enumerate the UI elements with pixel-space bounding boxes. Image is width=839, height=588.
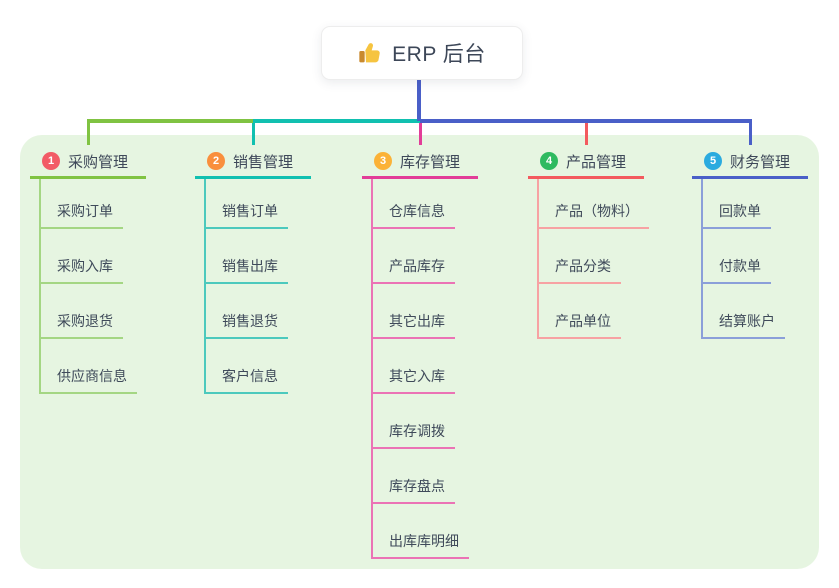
child-node[interactable]: 回款单 <box>701 201 771 229</box>
child-node[interactable]: 库存盘点 <box>371 476 455 504</box>
bus-segment-left <box>88 119 253 123</box>
child-node[interactable]: 付款单 <box>701 256 771 284</box>
child-label: 库存调拨 <box>389 423 445 439</box>
root-title: ERP 后台 <box>392 43 486 66</box>
branch-vertical-line <box>537 179 539 339</box>
branch-label: 采购管理 <box>68 153 129 171</box>
child-label: 销售订单 <box>222 203 278 219</box>
child-node[interactable]: 销售出库 <box>204 256 288 284</box>
branch-badge: 1 <box>42 152 60 170</box>
branch-node-2[interactable]: 2 销售管理 <box>195 146 311 179</box>
branch-badge: 4 <box>540 152 558 170</box>
branch-badge: 3 <box>374 152 392 170</box>
bus-segment-mid <box>253 119 420 123</box>
branch-drop-line <box>418 119 422 145</box>
child-label: 结算账户 <box>719 313 775 329</box>
child-label: 客户信息 <box>222 368 278 384</box>
child-label: 产品库存 <box>389 258 445 274</box>
thumbs-up-icon <box>359 43 380 63</box>
child-node[interactable]: 库存调拨 <box>371 421 455 449</box>
child-label: 采购退货 <box>57 313 113 329</box>
child-node[interactable]: 销售退货 <box>204 311 288 339</box>
branch-vertical-line <box>701 179 703 339</box>
child-label: 采购订单 <box>57 203 113 219</box>
branch-drop-line <box>584 119 588 145</box>
child-node[interactable]: 采购退货 <box>39 311 123 339</box>
root-node[interactable]: ERP 后台 <box>321 26 523 80</box>
branch-vertical-line <box>204 179 206 394</box>
child-node[interactable]: 产品分类 <box>537 256 621 284</box>
branch-label: 财务管理 <box>730 153 791 171</box>
child-label: 其它出库 <box>389 313 445 329</box>
child-node[interactable]: 采购入库 <box>39 256 123 284</box>
child-label: 回款单 <box>719 203 761 219</box>
child-label: 采购入库 <box>57 258 113 274</box>
child-label: 供应商信息 <box>57 368 127 384</box>
branch-label: 销售管理 <box>233 153 294 171</box>
branch-vertical-line <box>371 179 373 559</box>
child-node[interactable]: 其它入库 <box>371 366 455 394</box>
branch-drop-line <box>748 119 752 145</box>
branch-drop-line <box>251 119 255 145</box>
child-node[interactable]: 结算账户 <box>701 311 785 339</box>
child-node[interactable]: 产品（物料） <box>537 201 649 229</box>
child-node[interactable]: 产品单位 <box>537 311 621 339</box>
child-label: 销售退货 <box>222 313 278 329</box>
branch-badge: 5 <box>704 152 722 170</box>
bus-segment-right <box>420 119 752 123</box>
branch-node-4[interactable]: 4 产品管理 <box>528 146 644 179</box>
child-node[interactable]: 产品库存 <box>371 256 455 284</box>
child-label: 其它入库 <box>389 368 445 384</box>
branch-vertical-line <box>39 179 41 394</box>
child-label: 销售出库 <box>222 258 278 274</box>
child-label: 产品分类 <box>555 258 611 274</box>
child-label: 仓库信息 <box>389 203 445 219</box>
child-node[interactable]: 供应商信息 <box>39 366 137 394</box>
branch-label: 库存管理 <box>400 153 461 171</box>
child-label: 库存盘点 <box>389 478 445 494</box>
branch-badge: 2 <box>207 152 225 170</box>
child-node[interactable]: 销售订单 <box>204 201 288 229</box>
child-node[interactable]: 仓库信息 <box>371 201 455 229</box>
branch-node-3[interactable]: 3 库存管理 <box>362 146 478 179</box>
child-label: 产品（物料） <box>555 203 639 219</box>
branch-drop-line <box>86 119 90 145</box>
child-node[interactable]: 其它出库 <box>371 311 455 339</box>
branch-label: 产品管理 <box>566 153 627 171</box>
child-label: 出库库明细 <box>389 533 459 549</box>
branches-panel <box>20 135 819 569</box>
child-label: 付款单 <box>719 258 761 274</box>
branch-node-5[interactable]: 5 财务管理 <box>692 146 808 179</box>
root-drop-line <box>417 80 421 121</box>
child-node[interactable]: 出库库明细 <box>371 531 469 559</box>
branch-node-1[interactable]: 1 采购管理 <box>30 146 146 179</box>
child-node[interactable]: 采购订单 <box>39 201 123 229</box>
child-label: 产品单位 <box>555 313 611 329</box>
child-node[interactable]: 客户信息 <box>204 366 288 394</box>
